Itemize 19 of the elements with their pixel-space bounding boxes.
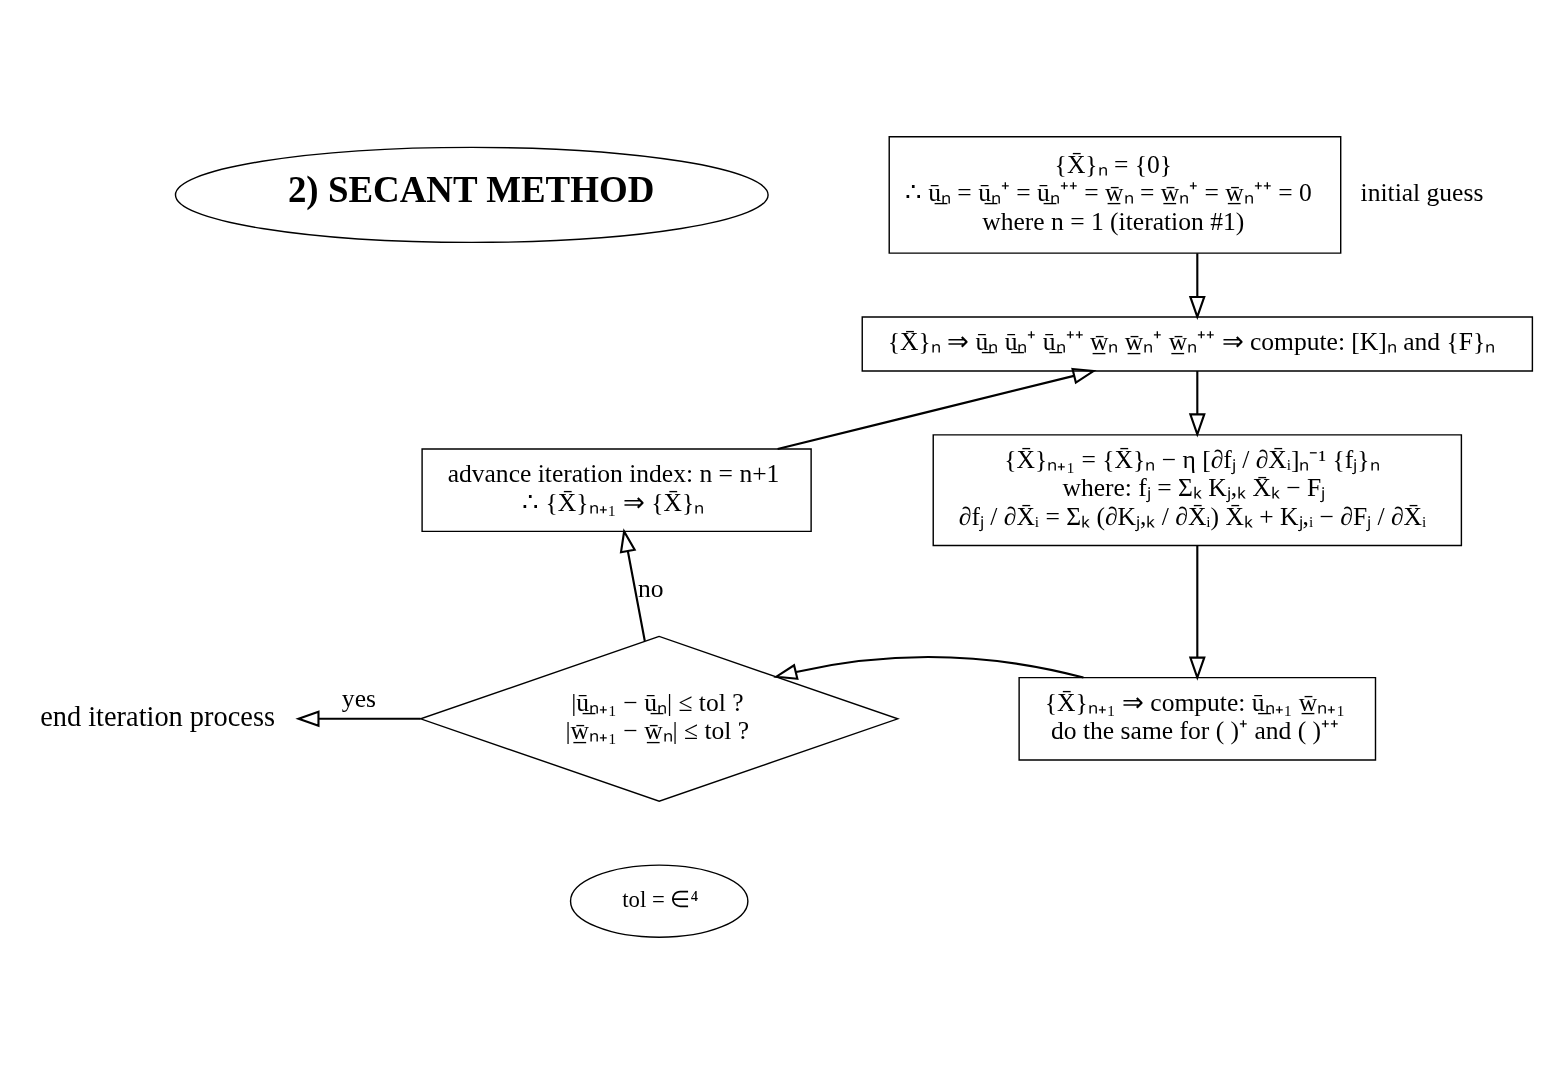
arrow [773, 655, 1084, 680]
arrow [777, 367, 1097, 450]
node-label: initial guess [1360, 177, 1484, 207]
edge-label: no [637, 573, 664, 603]
node-ellipse: tol = ∈⁴ [569, 863, 749, 938]
arrow [295, 709, 421, 727]
edge-label: yes [341, 683, 376, 713]
node-box: {X̄}ₙ = {0} ∴ ū̲ₙ = ū̲ₙ⁺ = ū̲ₙ⁺⁺ = w̲̄ₙ = w̲̄ₙ⁺ = w̲̄ₙ⁺⁺ = 0 where n = 1 (iteration #1) [888, 135, 1342, 254]
node-box: {X̄}ₙ ⇒ ū̲ₙ ū̲ₙ⁺ ū̲ₙ⁺⁺ w̲̄ₙ w̲̄ₙ⁺ w̲̄ₙ⁺⁺ ⇒ compute: [K]ₙ and {F}ₙ [861, 315, 1534, 372]
node-diamond: |ū̲ₙ₊₁ − ū̲ₙ| ≤ tol ? |w̲̄ₙ₊₁ − w̲̄ₙ| ≤ tol ? [418, 635, 900, 802]
node-text: end iteration process [40, 700, 275, 732]
node-box: {X̄}ₙ₊₁ ⇒ compute: ū̲ₙ₊₁ w̲̄ₙ₊₁ do the same for ( )⁺ and ( )⁺⁺ [1018, 676, 1377, 761]
arrow [1188, 252, 1206, 320]
node-box: advance iteration index: n = n+1 ∴ {X̄}ₙ₊₁ ⇒ {X̄}ₙ [421, 447, 812, 532]
node-ellipse: 2) SECANT METHOD [174, 146, 769, 243]
arrow [1188, 370, 1206, 437]
arrow [619, 527, 646, 641]
arrow [1188, 545, 1206, 681]
node-box: {X̄}ₙ₊₁ = {X̄}ₙ − η [∂fⱼ / ∂X̄ᵢ]ₙ⁻¹ {fⱼ}ₙ where: fⱼ = Σₖ Kⱼ,ₖ X̄ₖ − Fⱼ ∂fⱼ / ∂X̄ᵢ = Σₖ (∂Kⱼ,ₖ / ∂X̄ᵢ) X̄ₖ + Kⱼ,ᵢ − ∂Fⱼ / ∂X̄ᵢ [932, 433, 1463, 546]
